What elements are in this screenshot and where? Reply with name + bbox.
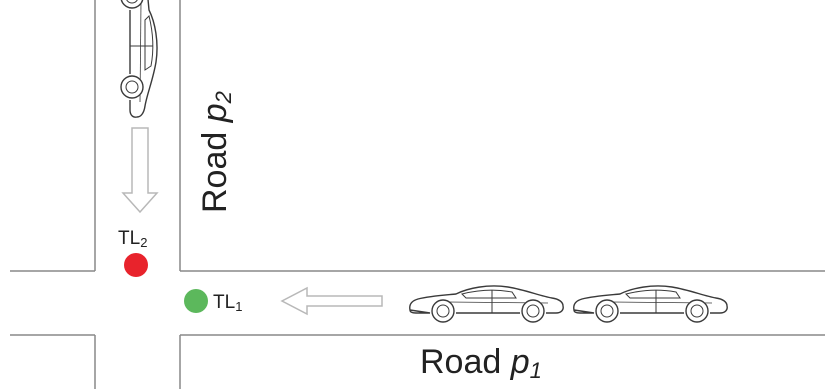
car-road-p2 <box>120 0 158 118</box>
arrow-left-icon <box>280 286 383 316</box>
road-p2-label-subscript: 2 <box>211 91 236 104</box>
traffic-light-tl1-green <box>184 289 208 313</box>
road-p1-label-variable: p <box>510 343 530 381</box>
road-p2-label-text: Road <box>196 122 234 213</box>
traffic-light-tl2-label: TL2 <box>118 229 147 249</box>
tl1-label-text: TL <box>213 292 236 313</box>
tl2-label-text: TL <box>118 228 141 249</box>
road-p2-label-variable: p <box>196 103 234 123</box>
arrow-down-icon <box>121 127 159 214</box>
road-edges <box>10 0 825 389</box>
road-p2-label: Road p2 <box>196 91 236 213</box>
road-p1-label-subscript: 1 <box>529 358 542 383</box>
road-p1-label-text: Road <box>420 343 511 381</box>
car-road-p1-first <box>409 285 564 323</box>
tl1-label-subscript: 1 <box>235 299 243 314</box>
tl2-label-subscript: 2 <box>140 235 148 250</box>
traffic-light-tl2-red <box>124 253 148 277</box>
car-road-p1-second <box>573 285 728 323</box>
road-p1-label: Road p1 <box>420 345 542 382</box>
traffic-light-tl1-label: TL1 <box>213 293 242 313</box>
